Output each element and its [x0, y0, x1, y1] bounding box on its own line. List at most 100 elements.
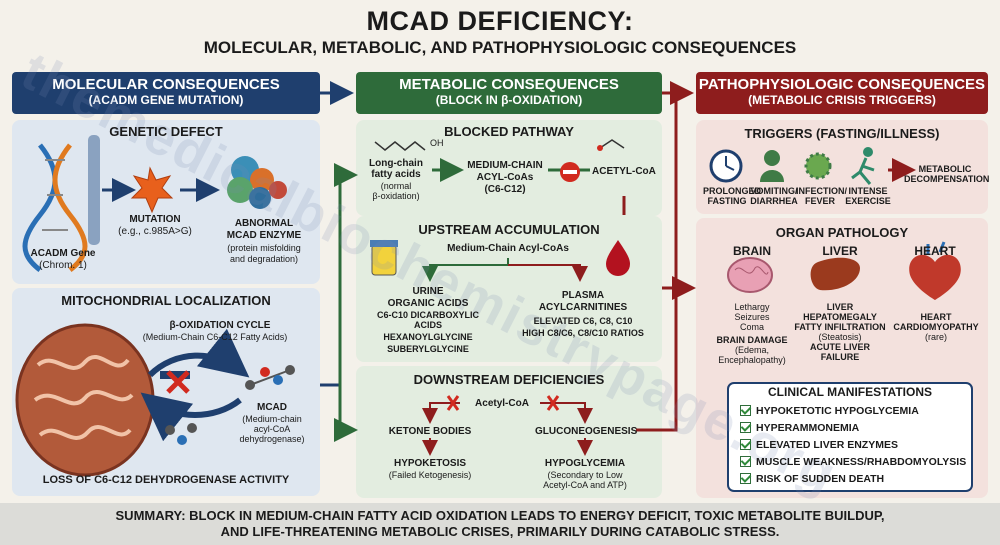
downstream-panel — [356, 366, 662, 498]
runner-icon — [851, 147, 875, 185]
clinical-item: ELEVATED LIVER ENZYMES — [740, 436, 968, 453]
enzyme-sub-1: (protein misfolding — [227, 243, 301, 253]
mcad-sub-1: (Medium-chain — [242, 414, 302, 424]
hypoglycemia: HYPOGLYCEMIA — [544, 458, 626, 469]
liver-symptoms: LIVER HEPATOMEGALY FATTY INFILTRATION (S… — [790, 302, 890, 362]
brain-line-0: Lethargy — [734, 302, 770, 312]
urine-list: URINE ORGANIC ACIDS C6-C10 DICARBOXYLIC … — [362, 286, 494, 354]
block-x-icon — [166, 370, 190, 394]
enzyme-label-1: ABNORMAL — [234, 218, 294, 229]
clinical-item-label: RISK OF SUDDEN DEATH — [756, 472, 885, 485]
cycle-label: β-OXIDATION CYCLE — [169, 320, 271, 331]
mutation-label: MUTATION — [129, 214, 181, 225]
hypoglycemia-sub-2: Acetyl-CoA and ATP) — [543, 480, 627, 490]
organ-title: ORGAN PATHOLOGY — [775, 225, 909, 240]
check-icon — [740, 439, 751, 450]
gene-label: ACADM Gene — [30, 248, 96, 259]
brain-line-1: Seizures — [734, 312, 770, 322]
summary-bar — [0, 503, 1000, 545]
sick-person-icon — [760, 150, 784, 182]
trigger-3-l1: INFECTION/ — [796, 186, 847, 196]
plasma-line-0: PLASMA — [561, 290, 605, 301]
metabolic-header: METABOLIC CONSEQUENCES (BLOCK IN β-OXIDA… — [356, 72, 662, 114]
enzyme-sub-2: and degradation) — [229, 254, 299, 264]
trigger-1-l2: FASTING — [707, 196, 747, 206]
molecular-header-subtitle: (ACADM GENE MUTATION) — [88, 93, 244, 107]
trigger-2-l1: VOMITING/ — [750, 186, 798, 196]
trigger-2: VOMITING/DIARRHEA — [750, 186, 798, 206]
loss-of-activity: LOSS OF C6-C12 DEHYDROGENASE ACTIVITY — [42, 474, 290, 486]
trigger-1-l1: PROLONGED — [703, 186, 762, 196]
clinical-list: HYPOKETOTIC HYPOGLYCEMIA HYPERAMMONEMIA … — [740, 402, 968, 487]
brain-line-2: Coma — [739, 322, 764, 332]
molecular-header: MOLECULAR CONSEQUENCES (ACADM GENE MUTAT… — [12, 72, 320, 114]
molecule-icon — [165, 365, 295, 445]
main-subtitle: MOLECULAR, METABOLIC, AND PATHOPHYSIOLOG… — [203, 38, 797, 57]
trigger-3: INFECTION/FEVER — [796, 186, 847, 206]
upstream-panel — [356, 216, 662, 362]
metabolic-header-title: METABOLIC CONSEQUENCES — [399, 76, 619, 93]
clinical-title: CLINICAL MANIFESTATIONS — [768, 385, 932, 399]
downstream-x-left — [446, 395, 460, 411]
check-icon — [740, 422, 751, 433]
main-title: MCAD DEFICIENCY: — [366, 6, 634, 36]
clinical-box — [727, 382, 973, 492]
ketone-bodies: KETONE BODIES — [388, 426, 472, 437]
fatty-acid-structure-icon — [374, 141, 426, 151]
blocked-pathway-panel — [356, 120, 662, 216]
mito-title: MITOCHONDRIAL LOCALIZATION — [61, 293, 271, 308]
mutation-burst-icon — [130, 166, 174, 214]
mcad-sub-2: acyl-CoA — [253, 424, 291, 434]
check-icon — [740, 456, 751, 467]
lcfa-1: Long-chain — [369, 158, 423, 169]
misfolded-protein-icon — [227, 156, 287, 209]
clinical-item: RISK OF SUDDEN DEATH — [740, 470, 968, 487]
triggers-title: TRIGGERS (FASTING/ILLNESS) — [744, 126, 940, 141]
brain-damage-2: (Edema, — [734, 345, 769, 355]
urine-line-0: URINE — [412, 286, 444, 297]
trigger-3-l2: FEVER — [804, 196, 835, 206]
liver-line-4: ACUTE LIVER FAILURE — [809, 342, 870, 362]
liver-line-0: LIVER — [826, 302, 854, 312]
summary-line-2: AND LIFE-THREATENING METABOLIC CRISES, P… — [220, 524, 780, 539]
summary-line-1: SUMMARY: BLOCK IN MEDIUM-CHAIN FATTY ACI… — [115, 508, 885, 523]
plasma-line-3: HIGH C8/C6, C8/C10 RATIOS — [522, 328, 644, 338]
clinical-item-label: HYPERAMMONEMIA — [756, 421, 860, 434]
liver-name: LIVER — [822, 244, 858, 258]
clinical-item: MUSCLE WEAKNESS/RHABDOMYOLYSIS — [740, 453, 968, 470]
mcad-label: MCAD — [257, 402, 287, 413]
urine-line-3: HEXANOYLGLYCINE — [383, 332, 473, 342]
blocked-title: BLOCKED PATHWAY — [444, 124, 574, 139]
downstream-x-right — [546, 395, 560, 411]
mc-3: (C6-C12) — [484, 184, 526, 195]
liver-icon — [810, 257, 860, 291]
brain-damage-1: BRAIN DAMAGE — [716, 335, 788, 345]
trigger-result-2: DECOMPENSATION — [904, 174, 990, 184]
hypoketosis-sub: (Failed Ketogenesis) — [388, 470, 472, 480]
genetic-defect-title: GENETIC DEFECT — [109, 124, 223, 139]
clock-icon — [709, 149, 743, 183]
clinical-item: HYPERAMMONEMIA — [740, 419, 968, 436]
cycle-sub: (Medium-Chain C6-C12 Fatty Acids) — [142, 332, 288, 342]
lcfa-3: (normal — [380, 181, 412, 191]
clinical-item-label: ELEVATED LIVER ENZYMES — [756, 438, 898, 451]
mutation-sub: (e.g., c.985A>G) — [118, 226, 192, 237]
gluconeogenesis: GLUCONEOGENESIS — [535, 426, 638, 437]
liver-line-2: FATTY INFILTRATION — [794, 322, 886, 332]
heart-name: HEART — [914, 244, 956, 258]
acetyl-structure-icon — [597, 139, 625, 151]
check-icon — [740, 473, 751, 484]
dna-icon — [22, 135, 100, 272]
metabolic-header-subtitle: (BLOCK IN β-OXIDATION) — [435, 93, 583, 107]
heart-line-1: CARDIOMYOPATHY — [893, 322, 979, 332]
trigger-4-l2: EXERCISE — [845, 196, 891, 206]
mitochondrion-icon — [15, 323, 155, 477]
patho-header-subtitle: (METABOLIC CRISIS TRIGGERS) — [748, 93, 936, 107]
plasma-line-2: ELEVATED C6, C8, C10 — [533, 316, 633, 326]
clinical-item-label: HYPOKETOTIC HYPOGLYCEMIA — [756, 404, 919, 417]
brain-damage-3: Encephalopathy) — [718, 355, 786, 365]
